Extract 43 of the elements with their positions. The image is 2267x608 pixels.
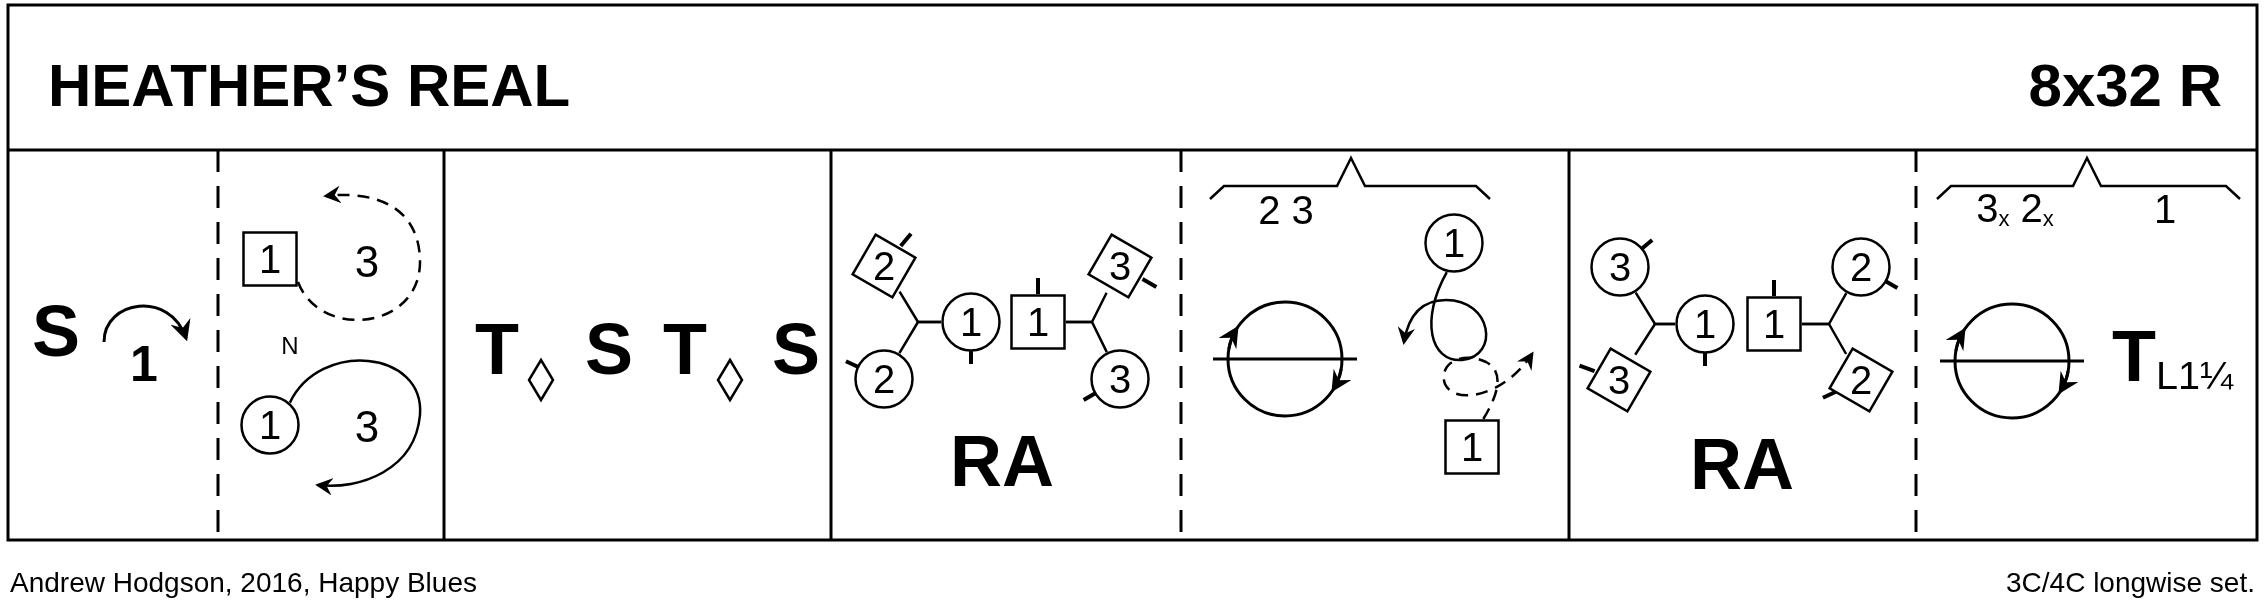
dancer-diamond: 3 <box>1084 230 1156 302</box>
dancer-numbers: 2 3 <box>1258 190 1314 230</box>
dancer-diamond: 2 <box>1825 344 1897 416</box>
dancer-circle: 2 <box>854 349 914 409</box>
figure-abbreviation: T <box>663 313 707 385</box>
dancer-square: 1 <box>242 231 298 287</box>
arrow <box>1398 271 1488 362</box>
dancer-circle: 3 <box>1090 349 1150 409</box>
dancer-numbers: 3$_{x}$ 2$_{x}$ <box>1976 187 2054 231</box>
figure-abbreviation: RA <box>1690 428 1794 500</box>
dancer-circle: 1 <box>1675 294 1735 354</box>
dancer-number: 1 <box>2153 189 2177 229</box>
connector-line <box>1066 320 1108 353</box>
couple-number: 1 <box>130 339 158 389</box>
set-format: 3C/4C longwise set. <box>2006 569 2255 597</box>
connector-line <box>898 320 941 354</box>
arrow <box>288 359 422 495</box>
figure-abbreviation: T$_{L1¼}$ <box>2112 320 2233 396</box>
dancer-number: 3 <box>354 405 380 449</box>
dancer-diamond: 3 <box>1583 344 1655 416</box>
figure-abbreviation: RA <box>950 425 1054 497</box>
dance-format: 8x32 R <box>2028 56 2222 116</box>
dancer-square: 1 <box>1010 294 1066 350</box>
title: HEATHER’S REAL <box>48 56 571 116</box>
direction-letter: N <box>281 334 299 358</box>
dancer-square: 1 <box>1444 419 1500 475</box>
arrow <box>296 186 422 321</box>
dance-source: Andrew Hodgson, 2016, Happy Blues <box>10 569 477 597</box>
connector-line <box>1802 322 1848 355</box>
dancer-circle: 3 <box>1590 237 1650 297</box>
figure-abbreviation: S <box>585 313 633 385</box>
dancer-circle: 1 <box>941 292 1001 352</box>
dancer-circle: 2 <box>1831 237 1891 297</box>
dancer-number: 3 <box>354 240 380 284</box>
figure-abbreviation: S <box>32 295 80 367</box>
dancer-square: 1 <box>1746 296 1802 352</box>
dancer-circle: 1 <box>1424 213 1484 273</box>
dancer-circle: 1 <box>240 395 300 455</box>
dancer-diamond: 2 <box>848 230 920 302</box>
figure-abbreviation: T <box>475 313 519 385</box>
connector-line <box>1634 322 1675 356</box>
figure-abbreviation: S <box>772 313 820 385</box>
arrow <box>1442 351 1534 420</box>
